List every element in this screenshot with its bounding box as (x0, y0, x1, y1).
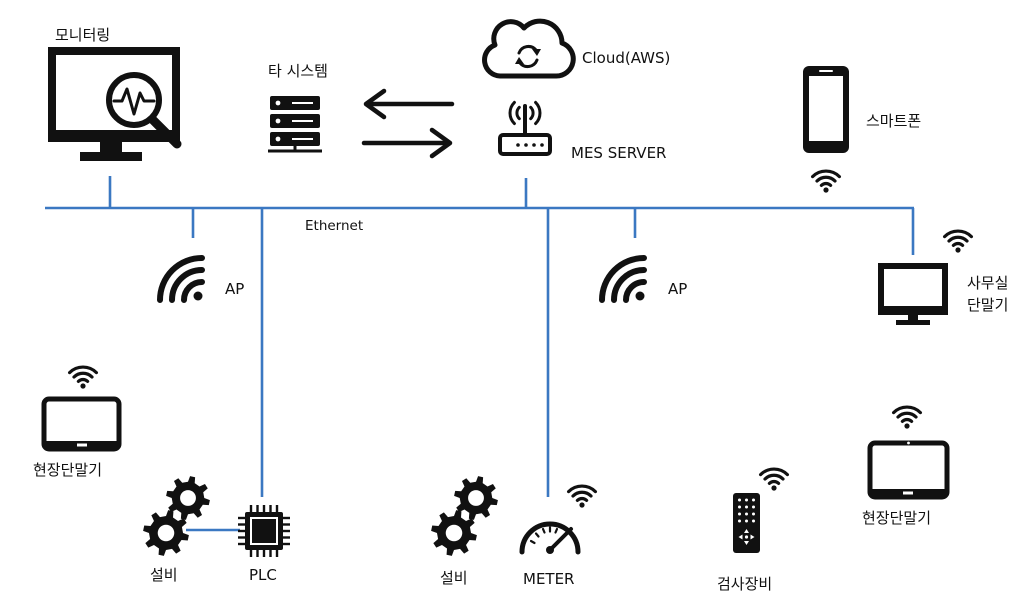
chip-icon (238, 505, 290, 557)
server-rack-icon (268, 96, 322, 153)
gauge-icon (519, 521, 581, 555)
gear-icon (166, 476, 210, 520)
gear-icon (143, 510, 189, 556)
network-lines (45, 176, 915, 532)
equipment-left-label: 설비 (150, 566, 178, 584)
equipment-middle-label: 설비 (440, 569, 468, 587)
office-terminal-label-line1: 사무실 (967, 274, 1008, 292)
meter-label: METER (523, 570, 574, 588)
bidirectional-arrows-icon (361, 88, 455, 159)
field-terminal-left-wifi-icon (67, 365, 99, 391)
smartphone-wifi-icon (810, 169, 842, 195)
smartphone-icon (803, 66, 849, 153)
gear-icon (454, 476, 498, 520)
inspection-wifi-icon (758, 467, 790, 493)
meter-wifi-icon (566, 484, 598, 510)
ap-right-label: AP (668, 280, 687, 298)
desktop-monitor-icon (878, 263, 948, 325)
plc-label: PLC (249, 566, 277, 584)
tablet-icon (41, 396, 122, 452)
cloud-label: Cloud(AWS) (582, 49, 670, 67)
field-terminal-right-wifi-icon (891, 405, 923, 431)
gears-icon (143, 476, 210, 556)
tablet-icon (867, 440, 950, 500)
handheld-scanner-icon (733, 493, 760, 553)
mes-server-label: MES SERVER (571, 144, 666, 162)
access-point-icon (157, 255, 205, 303)
office-terminal-wifi-icon (942, 229, 974, 255)
access-point-icon (599, 255, 647, 303)
field-terminal-right-label: 현장단말기 (862, 509, 931, 527)
router-icon (498, 100, 552, 156)
gear-icon (431, 510, 477, 556)
field-terminal-left-label: 현장단말기 (33, 461, 102, 479)
gears-icon (431, 476, 498, 556)
monitoring-label: 모니터링 (55, 26, 110, 44)
office-terminal-label-line2: 단말기 (967, 296, 1008, 314)
other-system-label: 타 시스템 (268, 62, 328, 80)
smartphone-label: 스마트폰 (866, 112, 921, 130)
inspection-equipment-label: 검사장비 (717, 575, 772, 593)
ethernet-label: Ethernet (305, 218, 363, 234)
ap-left-label: AP (225, 280, 244, 298)
monitor-magnifier-icon (48, 47, 182, 161)
cloud-sync-icon (482, 18, 576, 79)
